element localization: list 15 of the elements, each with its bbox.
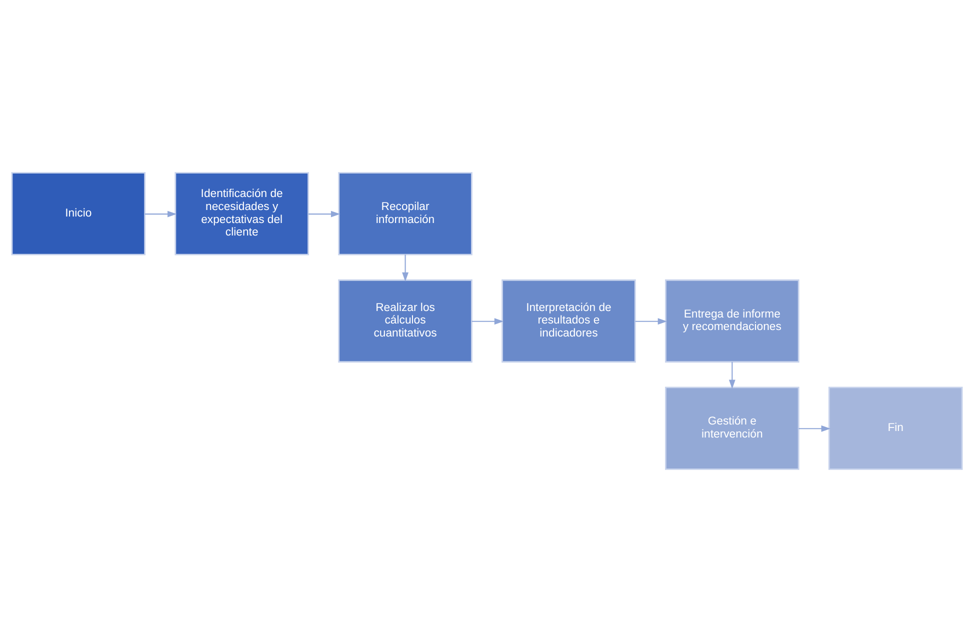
node-box: Gestión e intervención <box>665 386 800 470</box>
arrow <box>472 318 504 324</box>
node-box: Fin <box>828 386 963 470</box>
node-box: Inicio <box>11 172 146 255</box>
arrow <box>798 424 831 432</box>
node-box: Realizar los cálculos cuantitativos <box>338 278 472 362</box>
arrow <box>144 210 177 217</box>
arrow <box>308 210 340 217</box>
arrow <box>635 318 668 324</box>
node-box: Interpretación de resultados e indicadores <box>502 278 636 362</box>
node-box: Recopilar información <box>338 172 472 255</box>
arrow <box>402 254 409 282</box>
arrow <box>728 361 736 388</box>
node-box: Identificación de necesidades y expectativas del cliente <box>174 172 309 255</box>
node-box: Entrega de informe y recomendaciones <box>665 278 800 362</box>
